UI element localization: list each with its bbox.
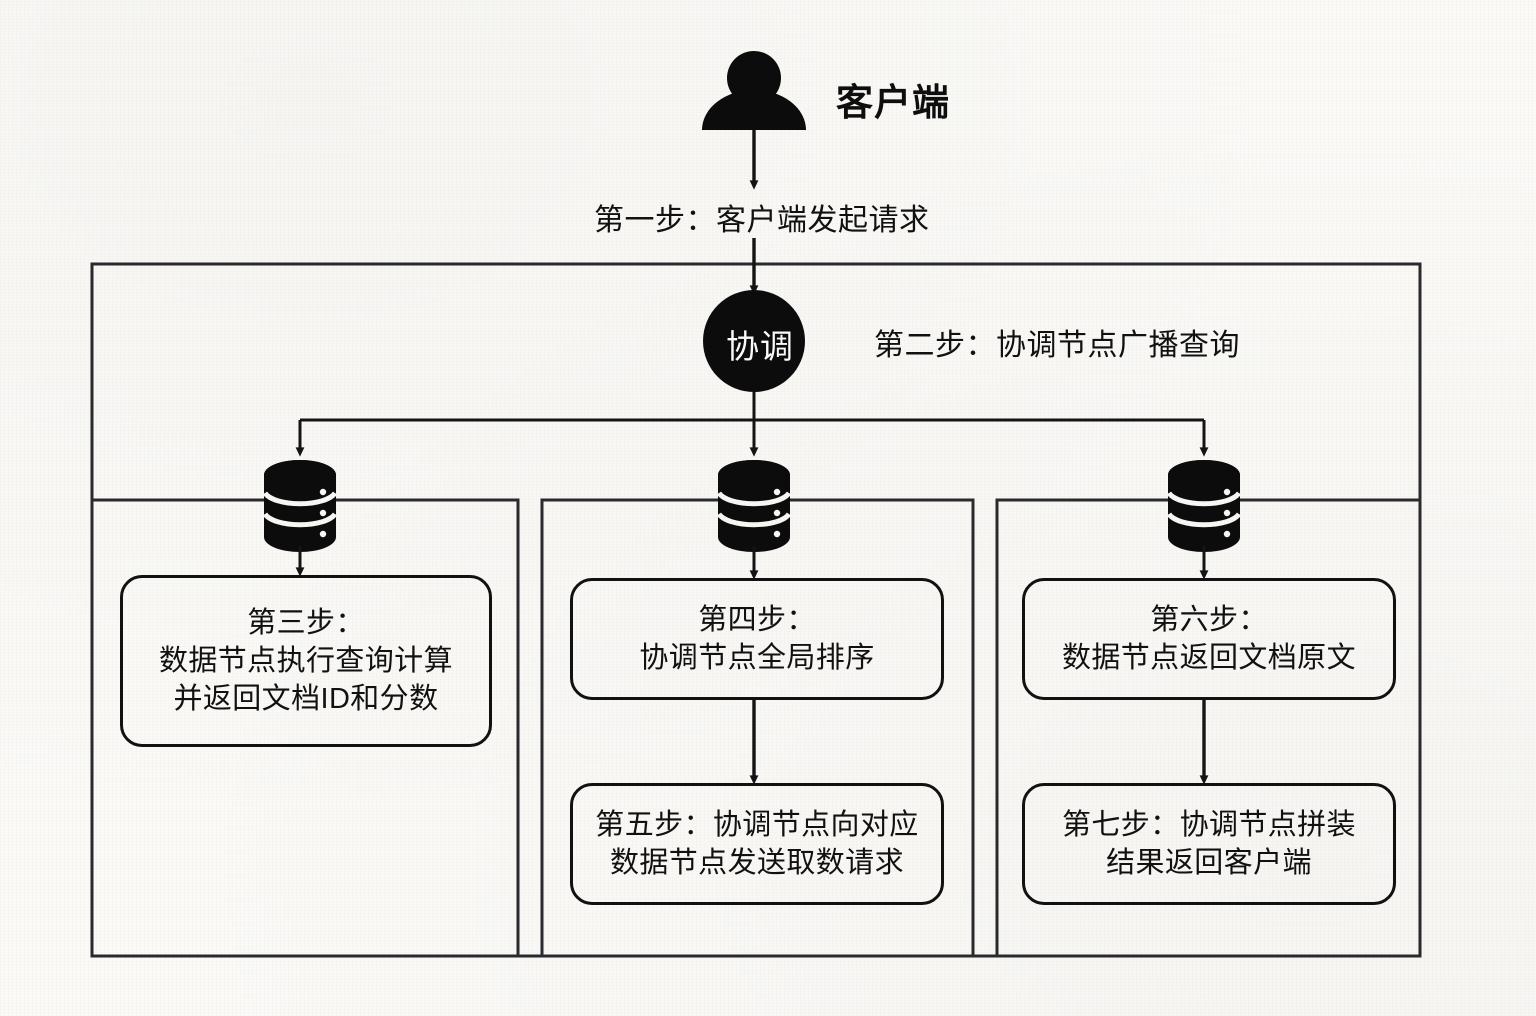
step3-line2: 数据节点执行查询计算 [158,644,453,677]
step5-line1: 第五步：协调节点向对应 [595,808,919,841]
client-label: 客户端 [836,82,950,123]
database-cylinder-icon-left [262,460,338,552]
person-icon [702,51,806,130]
step4-box[interactable]: 第四步： 协调节点全局排序 [570,578,944,700]
step7-line1: 第七步：协调节点拼装 [1061,808,1356,841]
step3-box[interactable]: 第三步： 数据节点执行查询计算 并返回文档ID和分数 [120,575,492,747]
step6-line1: 第六步： [1150,603,1268,636]
step2-caption: 第二步：协调节点广播查询 [874,329,1240,362]
coordinator-circle-icon [703,290,805,392]
step3-line3: 并返回文档ID和分数 [173,683,439,716]
step4-line2: 协调节点全局排序 [639,642,875,674]
step7-line2: 结果返回客户端 [1106,847,1312,879]
step3-line1: 第三步： [247,606,365,639]
database-cylinder-icon-middle [716,460,792,552]
step6-line2: 数据节点返回文档原文 [1061,642,1356,674]
step7-box[interactable]: 第七步：协调节点拼装 结果返回客户端 [1022,783,1396,905]
step5-line2: 数据节点发送取数请求 [609,847,904,879]
step1-caption: 第一步：客户端发起请求 [594,204,930,237]
step6-box[interactable]: 第六步： 数据节点返回文档原文 [1022,578,1396,700]
step5-box[interactable]: 第五步：协调节点向对应 数据节点发送取数请求 [570,783,944,905]
database-cylinder-icon-right [1166,460,1242,552]
step4-line1: 第四步： [698,603,816,636]
